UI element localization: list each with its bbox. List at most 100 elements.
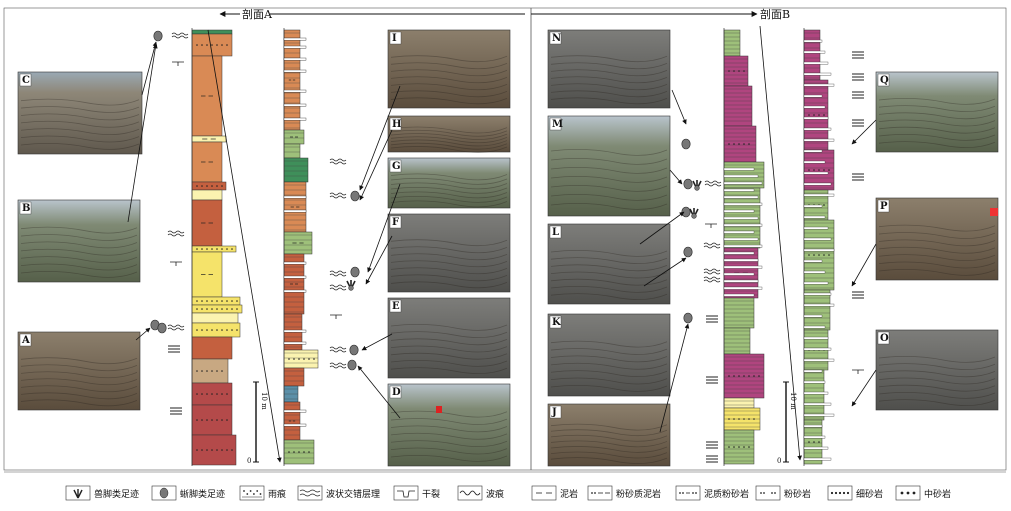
photo-middle-1: H (387, 115, 511, 153)
muddy-siltstone-icon (675, 485, 701, 501)
column-b1-interbeds (723, 167, 763, 297)
mudcrack-icon (170, 261, 182, 266)
correlation-arrow (643, 257, 687, 287)
wavy-bedding-icon (703, 268, 721, 275)
photo-label: D (392, 387, 401, 398)
photo-middle-5: D (387, 383, 511, 467)
column-a1-bed (191, 181, 227, 191)
scale-bar-a: 10 m 0 (247, 381, 268, 465)
legend-item-raindrop: 雨痕 (239, 485, 286, 501)
photo-label: H (392, 119, 401, 130)
column-a1 (191, 28, 243, 466)
wavy-bedding-icon (167, 324, 185, 331)
column-a1-bed (191, 251, 223, 298)
legend-label: 粉砂岩 (784, 488, 811, 500)
column-b1-bed (723, 327, 751, 355)
bedding-mark-icon (852, 119, 864, 127)
scale-b-bottom-label: 0 (777, 457, 781, 465)
column-a1-bed (191, 135, 227, 143)
correlation-arrow (669, 169, 683, 185)
correlation-arrow (361, 333, 393, 351)
column-a2-bed (283, 181, 307, 233)
column-a2-bed (283, 367, 305, 387)
correlation-arrow (367, 183, 401, 273)
photo-label: G (392, 161, 401, 172)
scale-bar-b: 10 m 0 (777, 381, 797, 465)
column-a2-bed (283, 129, 305, 145)
column-b2 (803, 28, 835, 466)
column-a2-bed (283, 143, 301, 159)
photo-right-b-2: O (875, 329, 999, 411)
correlation-arrow (759, 25, 802, 461)
silty-mudstone-icon (587, 485, 613, 501)
bedding-mark-icon (852, 173, 864, 181)
medium-sandstone-icon (895, 485, 921, 501)
ripple-icon (457, 485, 483, 501)
mudcrack-icon (172, 61, 184, 66)
bedding-mark-icon (852, 73, 864, 81)
photo-right-a-2: L (547, 223, 671, 305)
correlation-arrow (135, 327, 151, 341)
correlation-arrow (127, 43, 158, 223)
wavy-bedding-icon (329, 362, 347, 369)
legend-label: 兽脚类足迹 (94, 488, 139, 500)
column-a2-bed (283, 401, 301, 441)
correlation-arrow (365, 235, 393, 285)
wavy-bedding-icon (167, 230, 185, 237)
column-a2 (283, 28, 319, 466)
legend: 兽脚类足迹蜥脚类足迹雨痕波状交错层理干裂波痕泥岩粉砂质泥岩泥质粉砂岩粉砂岩细砂岩… (65, 485, 951, 501)
section-b-header: 剖面B (531, 7, 790, 21)
photo-label: E (392, 301, 400, 312)
bedding-mark-icon (706, 455, 718, 463)
sauropod-footprint-icon (681, 138, 691, 150)
column-b1-bed (723, 397, 755, 409)
photo-label: J (551, 407, 557, 418)
sauropod-footprint-icon (683, 312, 693, 324)
column-a2-bed (283, 231, 313, 255)
column-b2-bed (803, 369, 825, 421)
column-b1-bed (723, 353, 765, 399)
sauropod-footprint-icon (683, 246, 693, 258)
raindrop-icon (239, 485, 265, 501)
sedimentary-structure-symbols (150, 30, 864, 463)
column-a2-bed (283, 385, 299, 403)
column-a1-bed (191, 336, 233, 360)
column-a1-bed (191, 189, 223, 201)
legend-label: 波痕 (486, 488, 504, 500)
column-b2-bed (803, 219, 835, 291)
legend-label: 波状交错层理 (326, 488, 380, 500)
photo-label: C (22, 75, 30, 86)
bedding-mark-icon (170, 407, 182, 415)
section-a-title: 剖面A (242, 7, 273, 21)
sauropod-footprint-icon (681, 206, 691, 218)
photo-right-a-0: N (547, 29, 671, 109)
sauropod-footprint-icon (350, 190, 360, 202)
wavy-bedding-icon (297, 485, 323, 501)
photo-right-b-0: Q (875, 71, 999, 153)
wavy-bedding-icon (704, 180, 722, 187)
column-b1-bed (723, 85, 753, 127)
photo-middle-0: I (387, 29, 511, 109)
wavy-bedding-icon (171, 32, 189, 39)
column-a1-bed (191, 33, 233, 57)
column-a1-bed (191, 296, 241, 306)
wavy-bedding-icon (703, 242, 721, 249)
mudcrack-icon (852, 369, 864, 374)
bedding-mark-icon (168, 345, 180, 353)
theropod-footprint-icon (692, 180, 702, 191)
sauropod-footprint-icon (683, 178, 693, 190)
theropod-footprint-icon (65, 485, 91, 501)
bedding-mark-icon (706, 315, 718, 323)
bedding-mark-icon (706, 441, 718, 449)
legend-item-sauropod: 蜥脚类足迹 (151, 485, 225, 501)
section-a-header: 剖面A (219, 7, 525, 21)
photo-label: L (552, 227, 559, 238)
legend-item-silt: 粉砂岩 (755, 485, 811, 501)
correlation-arrow (671, 89, 687, 125)
scale-a-top-label: 10 m (260, 392, 268, 410)
wavy-bedding-icon (329, 284, 347, 291)
column-a2-bed (283, 439, 315, 465)
legend-item-mud: 泥岩 (531, 485, 578, 501)
column-a1-bed (191, 434, 237, 466)
photo-left-2: A (17, 331, 141, 411)
